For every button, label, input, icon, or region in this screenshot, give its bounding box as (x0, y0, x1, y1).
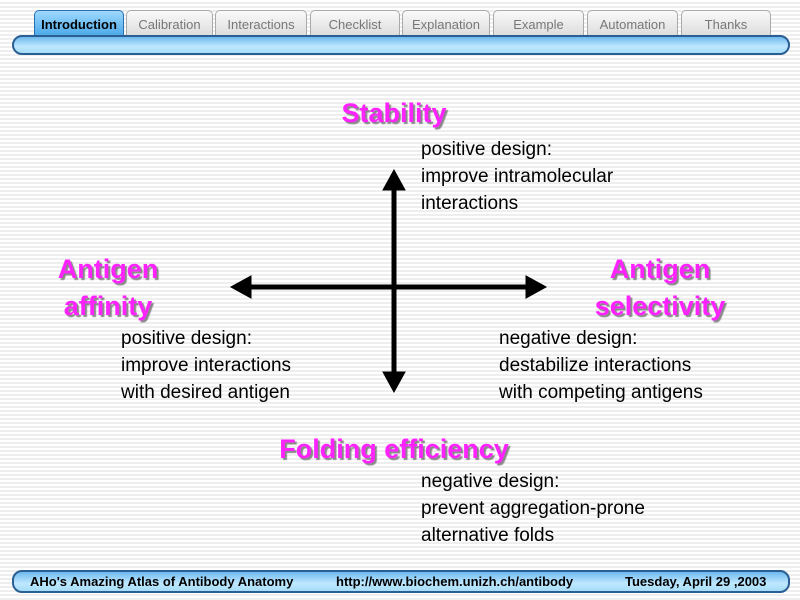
heading-line: Antigen (609, 254, 711, 284)
text-line: improve interactions (121, 355, 292, 376)
tab-introduction[interactable]: Introduction (34, 10, 124, 36)
footer-url[interactable]: http://www.biochem.unizh.ch/antibody (336, 574, 574, 589)
footer-date: Tuesday, April 29 ,2003 (625, 574, 767, 589)
antigen-selectivity-heading: Antigen selectivity (570, 251, 750, 325)
folding-text: negative design: prevent aggregation-pro… (421, 468, 645, 549)
antigen-affinity-heading: Antigen affinity (28, 251, 188, 325)
text-line: destabilize interactions (499, 355, 692, 376)
text-line: positive design: (121, 328, 252, 349)
tab-thanks[interactable]: Thanks (681, 10, 771, 36)
horizontal-arrow (229, 275, 548, 299)
text-line: alternative folds (421, 525, 555, 546)
text-line: prevent aggregation-prone (421, 498, 645, 519)
header-bar (12, 35, 790, 55)
selectivity-text: negative design: destabilize interaction… (499, 325, 703, 406)
stability-text: positive design: improve intramolecular … (421, 136, 613, 217)
vertical-arrow (382, 168, 406, 394)
folding-efficiency-heading: Folding efficiency (279, 434, 509, 464)
affinity-text: positive design: improve interactions wi… (121, 325, 291, 406)
tab-interactions[interactable]: Interactions (215, 10, 307, 36)
footer-title: AHo's Amazing Atlas of Antibody Anatomy (30, 574, 294, 589)
text-line: with competing antigens (499, 382, 703, 403)
footer-bar: AHo's Amazing Atlas of Antibody Anatomy … (12, 570, 790, 593)
tab-calibration[interactable]: Calibration (126, 10, 213, 36)
heading-line: Antigen (57, 254, 159, 284)
text-line: negative design: (421, 471, 560, 492)
text-line: positive design: (421, 139, 552, 160)
text-line: negative design: (499, 328, 638, 349)
text-line: with desired antigen (121, 382, 290, 403)
stability-heading: Stability (341, 98, 447, 128)
tab-checklist[interactable]: Checklist (310, 10, 400, 36)
heading-line: affinity (63, 291, 153, 321)
text-line: interactions (421, 193, 519, 214)
tab-automation[interactable]: Automation (587, 10, 678, 36)
tab-explanation[interactable]: Explanation (402, 10, 490, 36)
text-line: improve intramolecular (421, 166, 614, 187)
tab-example[interactable]: Example (493, 10, 584, 36)
heading-line: selectivity (594, 291, 726, 321)
